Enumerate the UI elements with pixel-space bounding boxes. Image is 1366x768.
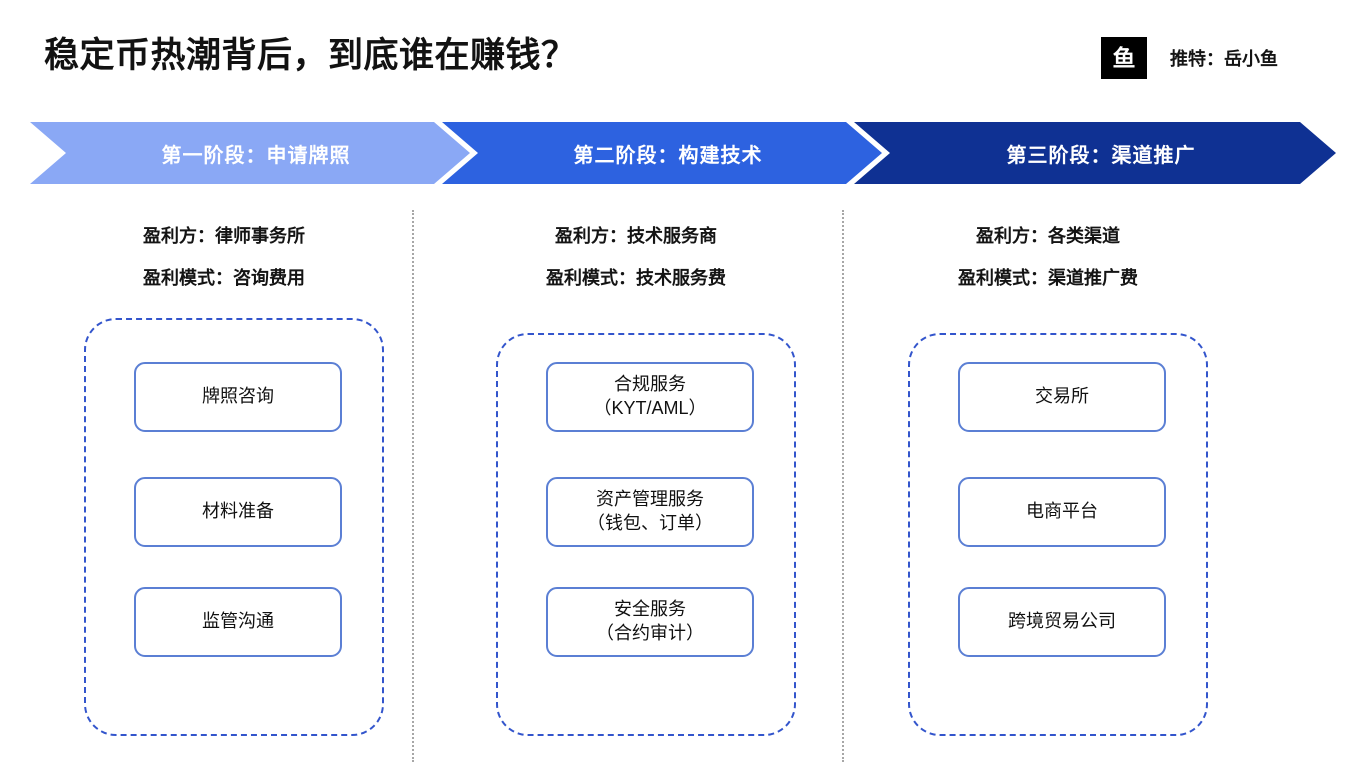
stage-2-card-stack: 合规服务 （KYT/AML） 资产管理服务 （钱包、订单） 安全服务 （合约审计…	[430, 205, 842, 768]
stage-chevron-1: 第一阶段：申请牌照	[30, 122, 470, 184]
stage-1-card-stack: 牌照咨询 材料准备 监管沟通	[18, 205, 430, 768]
stage-2-profit-model: 盈利模式：技术服务费	[546, 268, 726, 288]
card-item[interactable]: 合规服务 （KYT/AML）	[546, 362, 754, 432]
card-title: 资产管理服务	[596, 489, 704, 510]
card-title: 材料准备	[202, 501, 274, 522]
card-title: 牌照咨询	[202, 386, 274, 407]
fish-logo-icon: 鱼	[1101, 37, 1147, 79]
stage-chevron-2: 第二阶段：构建技术	[442, 122, 882, 184]
card-title: 合规服务	[614, 374, 686, 395]
card-subtitle: （KYT/AML）	[593, 398, 707, 418]
card-title: 电商平台	[1026, 501, 1098, 522]
stage-chevron-3-label: 第三阶段：渠道推广	[1006, 144, 1196, 167]
stage-1-profit-model: 盈利模式：咨询费用	[143, 268, 305, 288]
card-item[interactable]: 材料准备	[134, 477, 342, 547]
card-title: 监管沟通	[202, 611, 274, 632]
card-title: 交易所	[1035, 386, 1089, 407]
stage-1-group-outline	[84, 318, 384, 736]
stage-3-meta: 盈利方：各类渠道 盈利模式：渠道推广费	[842, 227, 1254, 287]
stage-column-1: 盈利方：律师事务所 盈利模式：咨询费用 牌照咨询 材料准备 监管沟通	[18, 205, 430, 768]
column-divider-2	[842, 210, 844, 762]
stage-1-profit-party: 盈利方：律师事务所	[143, 226, 305, 246]
card-item[interactable]: 安全服务 （合约审计）	[546, 587, 754, 657]
stage-2-profit-party: 盈利方：技术服务商	[555, 226, 717, 246]
column-divider-1	[412, 210, 414, 762]
stage-3-profit-model: 盈利模式：渠道推广费	[958, 268, 1138, 288]
page-header: 稳定币热潮背后，到底谁在赚钱？ 鱼 推特：岳小鱼	[0, 0, 1366, 110]
stage-chevron-2-label: 第二阶段：构建技术	[573, 144, 763, 167]
card-item[interactable]: 跨境贸易公司	[958, 587, 1166, 657]
card-subtitle: （合约审计）	[596, 623, 704, 643]
card-item[interactable]: 牌照咨询	[134, 362, 342, 432]
stage-column-3: 盈利方：各类渠道 盈利模式：渠道推广费 交易所 电商平台 跨境贸易公司	[842, 205, 1254, 768]
stage-chevron-1-label: 第一阶段：申请牌照	[161, 144, 351, 167]
card-subtitle: （钱包、订单）	[587, 513, 713, 533]
stage-2-group-outline	[496, 333, 796, 736]
stage-1-meta: 盈利方：律师事务所 盈利模式：咨询费用	[18, 227, 430, 287]
stage-columns: 盈利方：律师事务所 盈利模式：咨询费用 牌照咨询 材料准备 监管沟通 盈利方：技…	[0, 205, 1366, 768]
page-title: 稳定币热潮背后，到底谁在赚钱？	[44, 36, 577, 75]
card-item[interactable]: 监管沟通	[134, 587, 342, 657]
twitter-handle: 推特：岳小鱼	[1170, 49, 1278, 69]
stage-2-meta: 盈利方：技术服务商 盈利模式：技术服务费	[430, 227, 842, 287]
stage-3-profit-party: 盈利方：各类渠道	[976, 226, 1120, 246]
stage-3-card-stack: 交易所 电商平台 跨境贸易公司	[842, 205, 1254, 768]
card-item[interactable]: 电商平台	[958, 477, 1166, 547]
card-title: 安全服务	[614, 599, 686, 620]
card-title: 跨境贸易公司	[1008, 611, 1116, 632]
card-item[interactable]: 资产管理服务 （钱包、订单）	[546, 477, 754, 547]
stage-3-group-outline	[908, 333, 1208, 736]
stage-chevron-3: 第三阶段：渠道推广	[854, 122, 1336, 184]
stage-column-2: 盈利方：技术服务商 盈利模式：技术服务费 合规服务 （KYT/AML） 资产管理…	[430, 205, 842, 768]
card-item[interactable]: 交易所	[958, 362, 1166, 432]
brand-block: 鱼 推特：岳小鱼	[1101, 37, 1278, 79]
stage-band: 第一阶段：申请牌照 第二阶段：构建技术 第三阶段：渠道推广	[0, 122, 1366, 184]
